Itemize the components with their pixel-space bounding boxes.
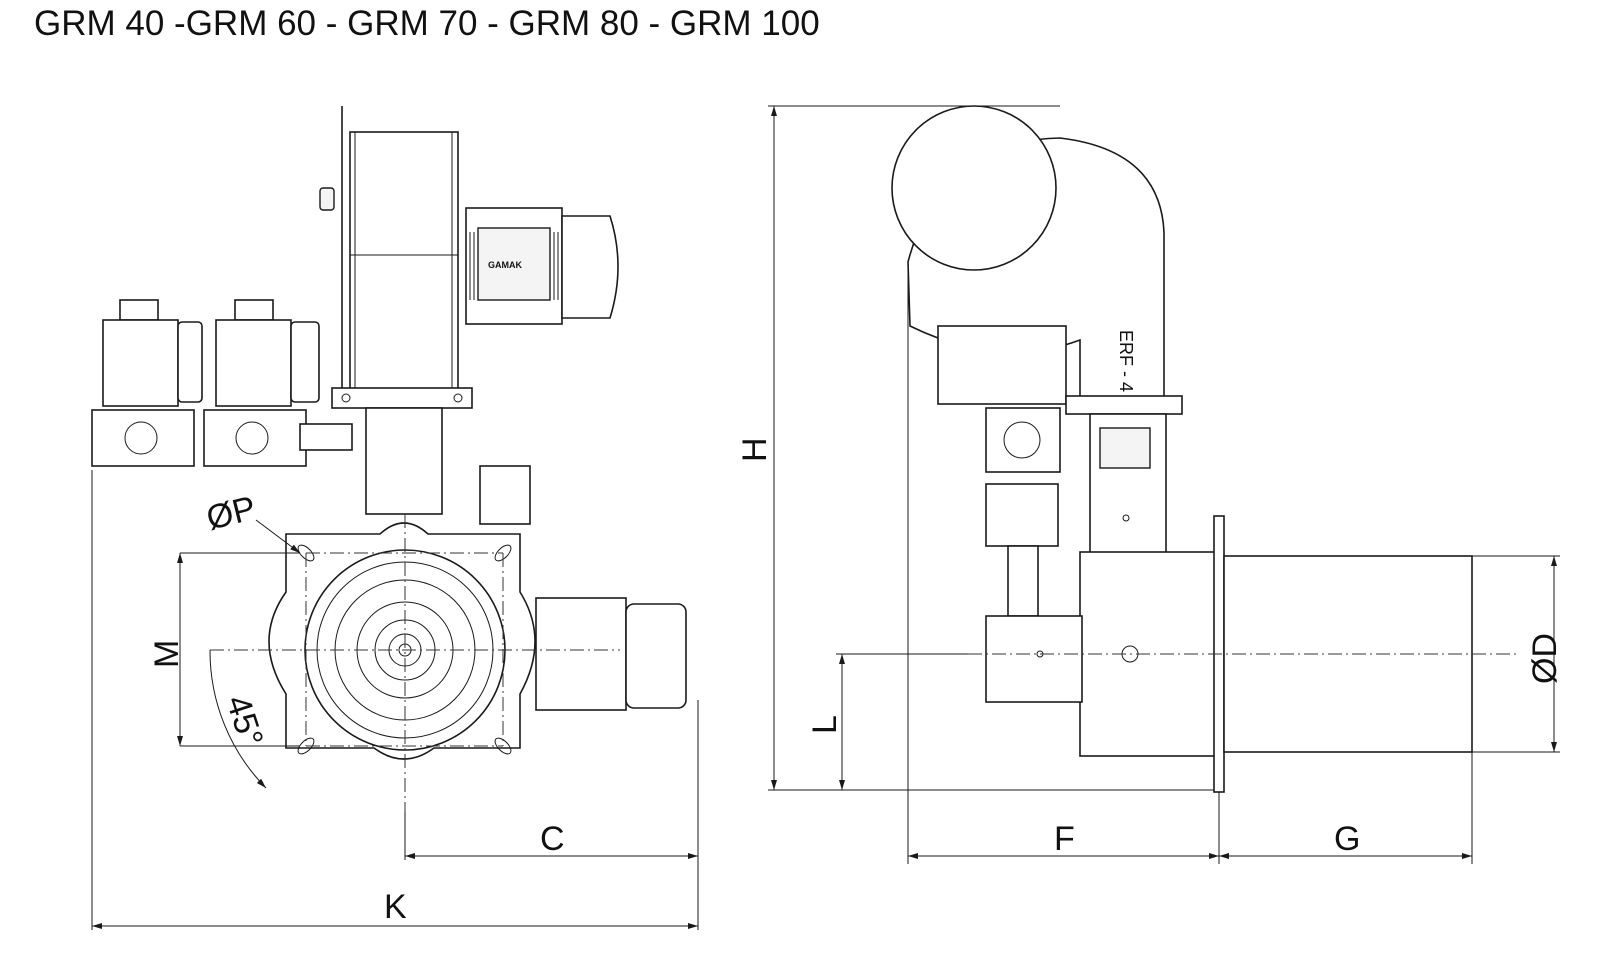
label-h: H xyxy=(736,437,774,462)
label-op: ØP xyxy=(203,489,260,538)
valve-body xyxy=(985,407,1061,473)
gas-valves xyxy=(91,299,353,467)
pipe xyxy=(365,407,443,515)
label-k: K xyxy=(384,888,407,926)
drawing-title: GRM 40 -GRM 60 - GRM 70 - GRM 80 - GRM 1… xyxy=(34,4,820,43)
label-g: G xyxy=(1334,820,1360,858)
control-box xyxy=(479,465,687,711)
motor-end-cover xyxy=(891,105,1057,271)
label-od: ØD xyxy=(1526,633,1564,684)
motor: GAMAK xyxy=(465,207,619,325)
front-view: GAMAK xyxy=(91,106,699,930)
valve-coil xyxy=(937,325,1067,405)
side-view: ERF - 4 xyxy=(768,105,1560,864)
label-45: 45° xyxy=(218,691,270,752)
fan-housing xyxy=(319,106,473,409)
model-plate: ERF - 4 xyxy=(1116,330,1136,392)
label-f: F xyxy=(1054,820,1075,858)
label-l: L xyxy=(806,715,844,734)
label-c: C xyxy=(540,820,565,858)
label-m: M xyxy=(148,640,186,668)
motor-brand: GAMAK xyxy=(488,260,522,270)
mounting-flange xyxy=(268,522,536,760)
